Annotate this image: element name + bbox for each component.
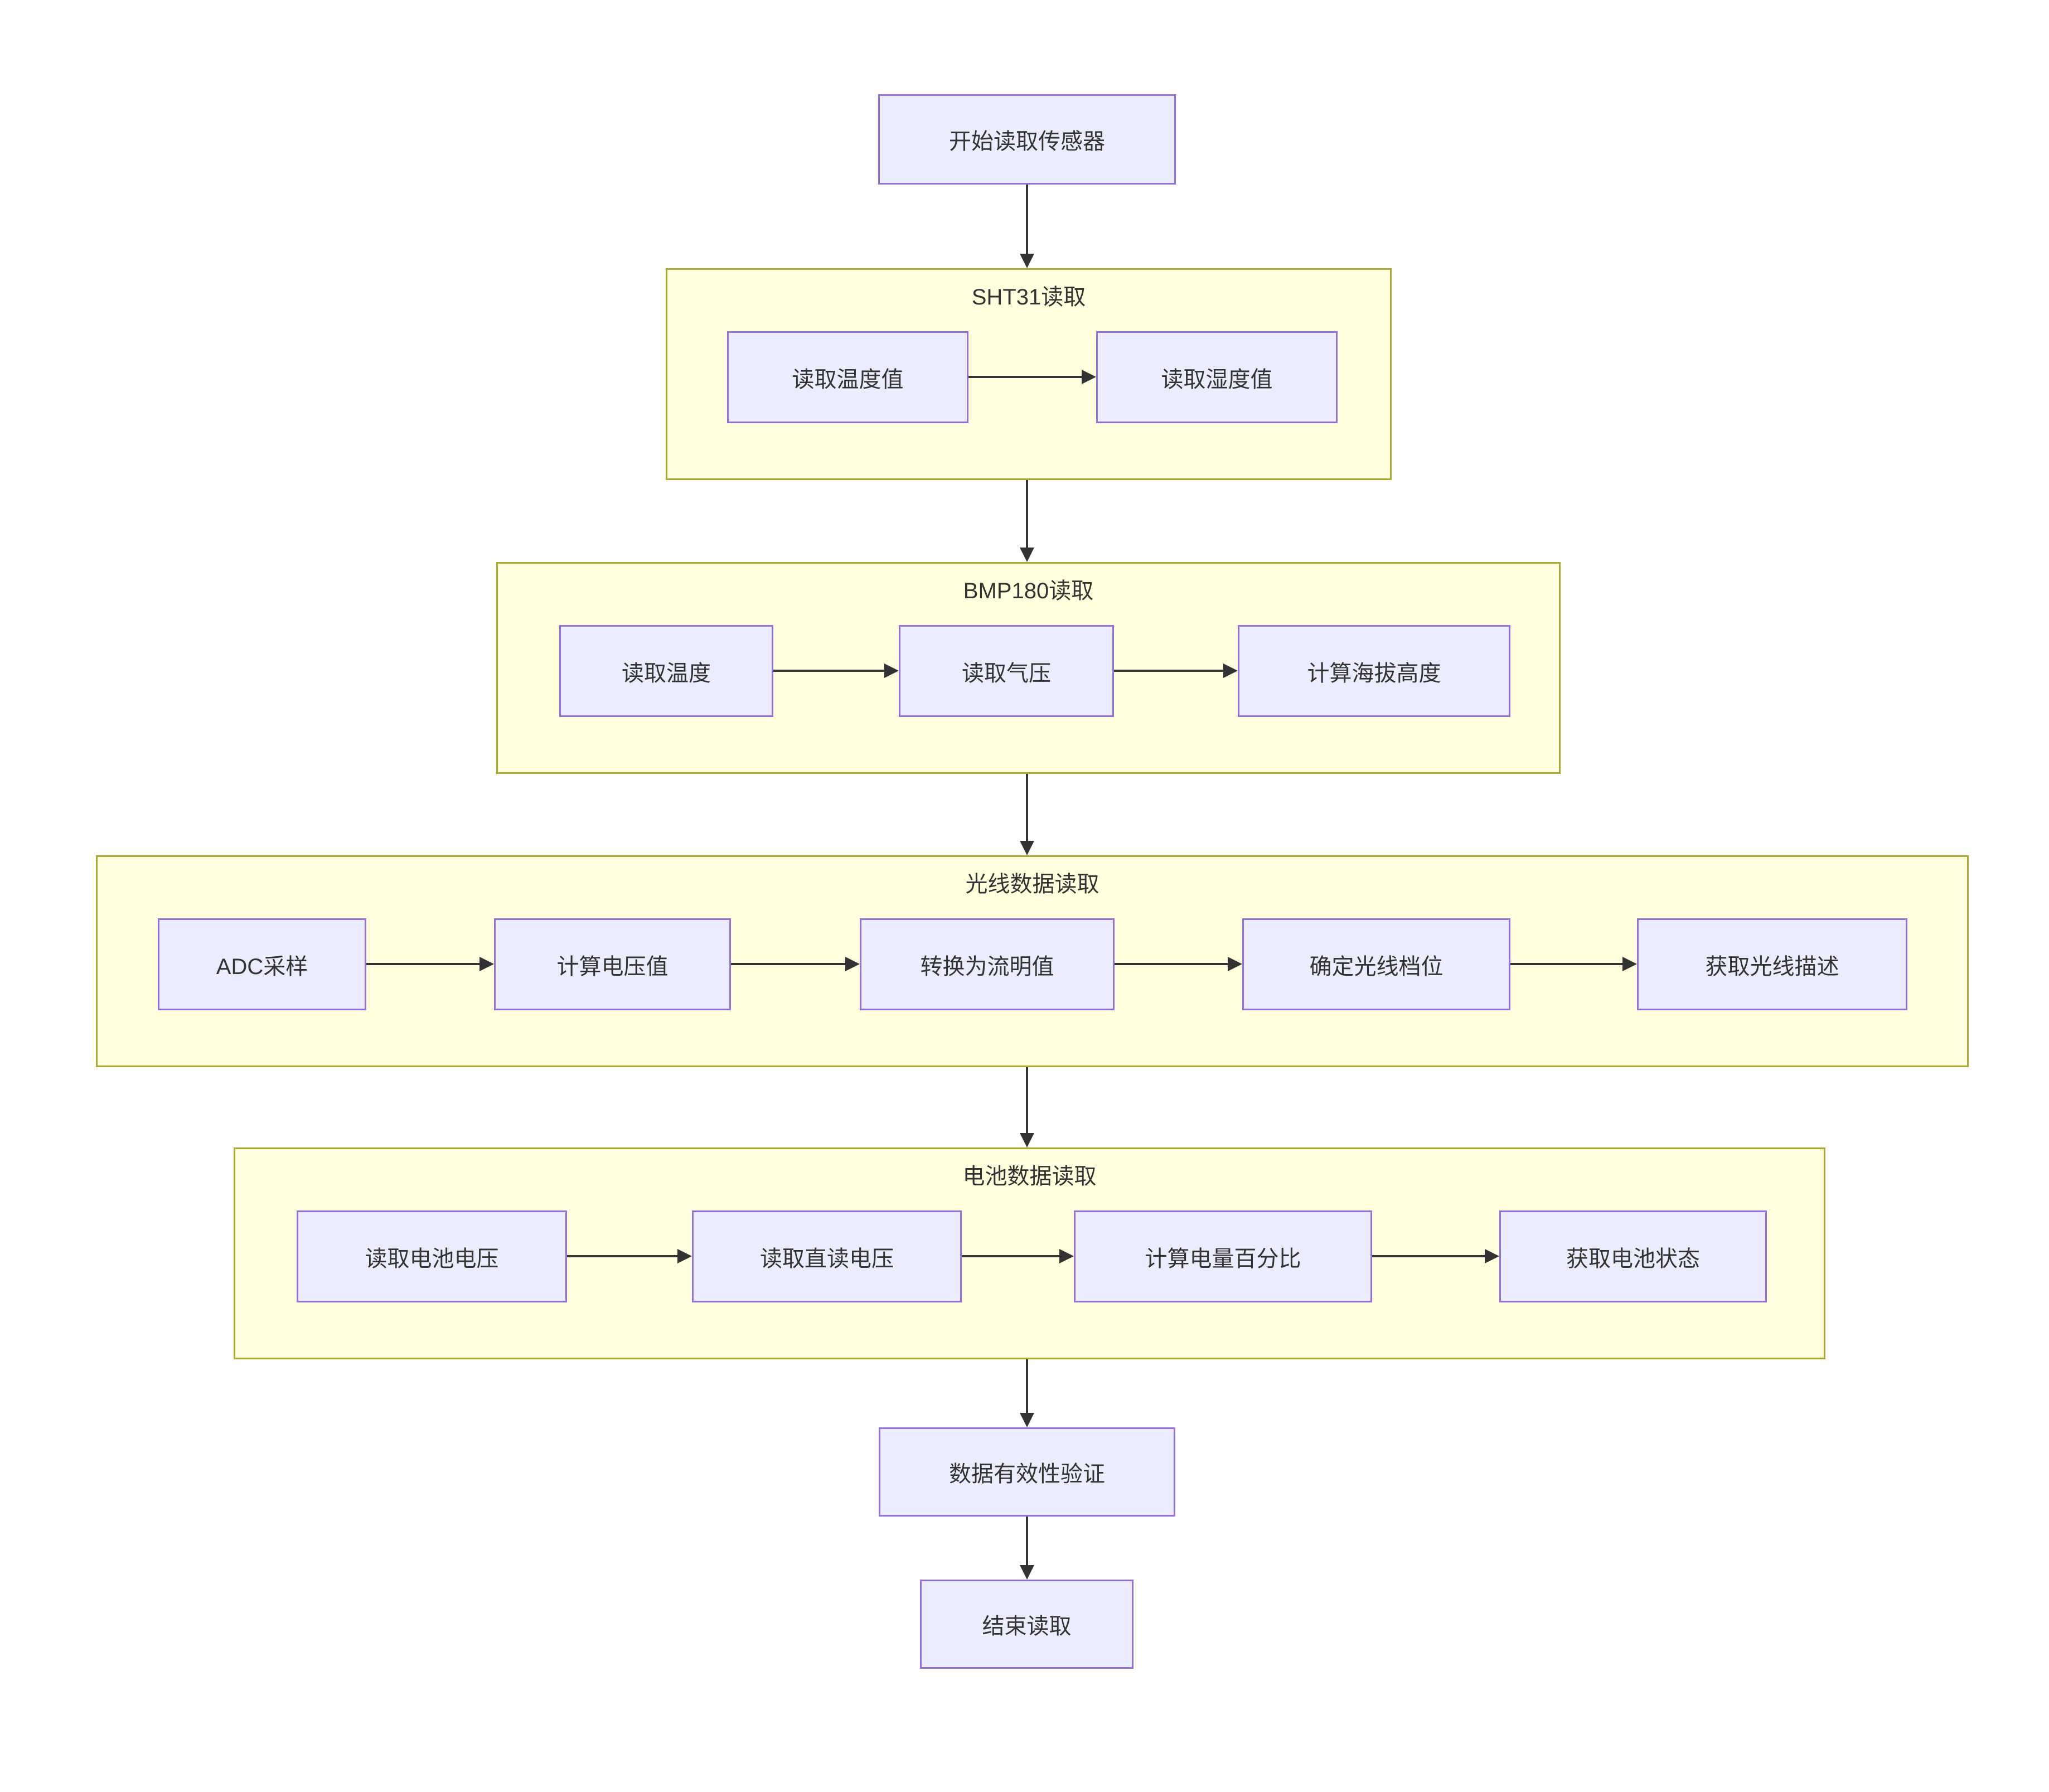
node-calc-voltage: 计算电压值 <box>494 918 731 1010</box>
group-bmp180-title: BMP180读取 <box>963 579 1094 603</box>
group-battery: 电池数据读取 读取电池电压 读取直读电压 计算电量百分比 获取电池状态 <box>234 1147 1825 1359</box>
node-read-pressure: 读取气压 <box>899 625 1114 717</box>
node-to-lumen: 转换为流明值 <box>860 918 1115 1010</box>
group-battery-title: 电池数据读取 <box>962 1164 1097 1189</box>
arrow-right-icon <box>968 370 1096 384</box>
arrow-right-icon <box>962 1249 1074 1263</box>
node-read-direct-voltage: 读取直读电压 <box>692 1210 962 1302</box>
arrow-right-icon <box>567 1249 692 1263</box>
group-bmp180: BMP180读取 读取温度 读取气压 计算海拔高度 <box>496 562 1561 774</box>
node-light-desc: 获取光线描述 <box>1637 918 1907 1010</box>
node-calc-percent: 计算电量百分比 <box>1074 1210 1372 1302</box>
arrow-right-icon <box>731 957 860 971</box>
group-sht31: SHT31读取 读取温度值 读取湿度值 <box>666 268 1392 480</box>
node-adc-sample: ADC采样 <box>158 918 366 1010</box>
arrow-right-icon <box>1510 957 1637 971</box>
node-read-humidity-value: 读取湿度值 <box>1096 331 1338 423</box>
group-light-title: 光线数据读取 <box>965 872 1099 897</box>
arrow-right-icon <box>1372 1249 1499 1263</box>
arrow-down-icon <box>1020 480 1034 562</box>
arrow-right-icon <box>1115 957 1242 971</box>
node-battery-status: 获取电池状态 <box>1499 1210 1767 1302</box>
arrow-down-icon <box>1020 1517 1034 1580</box>
arrow-right-icon <box>773 663 899 678</box>
arrow-down-icon <box>1020 1359 1034 1427</box>
node-read-temperature: 读取温度 <box>559 625 773 717</box>
node-end: 结束读取 <box>920 1580 1134 1669</box>
arrow-down-icon <box>1020 185 1034 268</box>
node-validate: 数据有效性验证 <box>879 1427 1175 1517</box>
arrow-down-icon <box>1020 774 1034 855</box>
node-read-battery-voltage: 读取电池电压 <box>297 1210 567 1302</box>
arrow-right-icon <box>1114 663 1238 678</box>
node-read-temperature-value: 读取温度值 <box>727 331 968 423</box>
node-light-level: 确定光线档位 <box>1242 918 1510 1010</box>
arrow-down-icon <box>1020 1067 1034 1147</box>
arrow-right-icon <box>366 957 494 971</box>
node-start: 开始读取传感器 <box>878 94 1176 185</box>
group-light: 光线数据读取 ADC采样 计算电压值 转换为流明值 确定光线档位 获取光线描述 <box>96 855 1969 1067</box>
group-sht31-title: SHT31读取 <box>971 285 1086 309</box>
node-calc-altitude: 计算海拔高度 <box>1238 625 1510 717</box>
